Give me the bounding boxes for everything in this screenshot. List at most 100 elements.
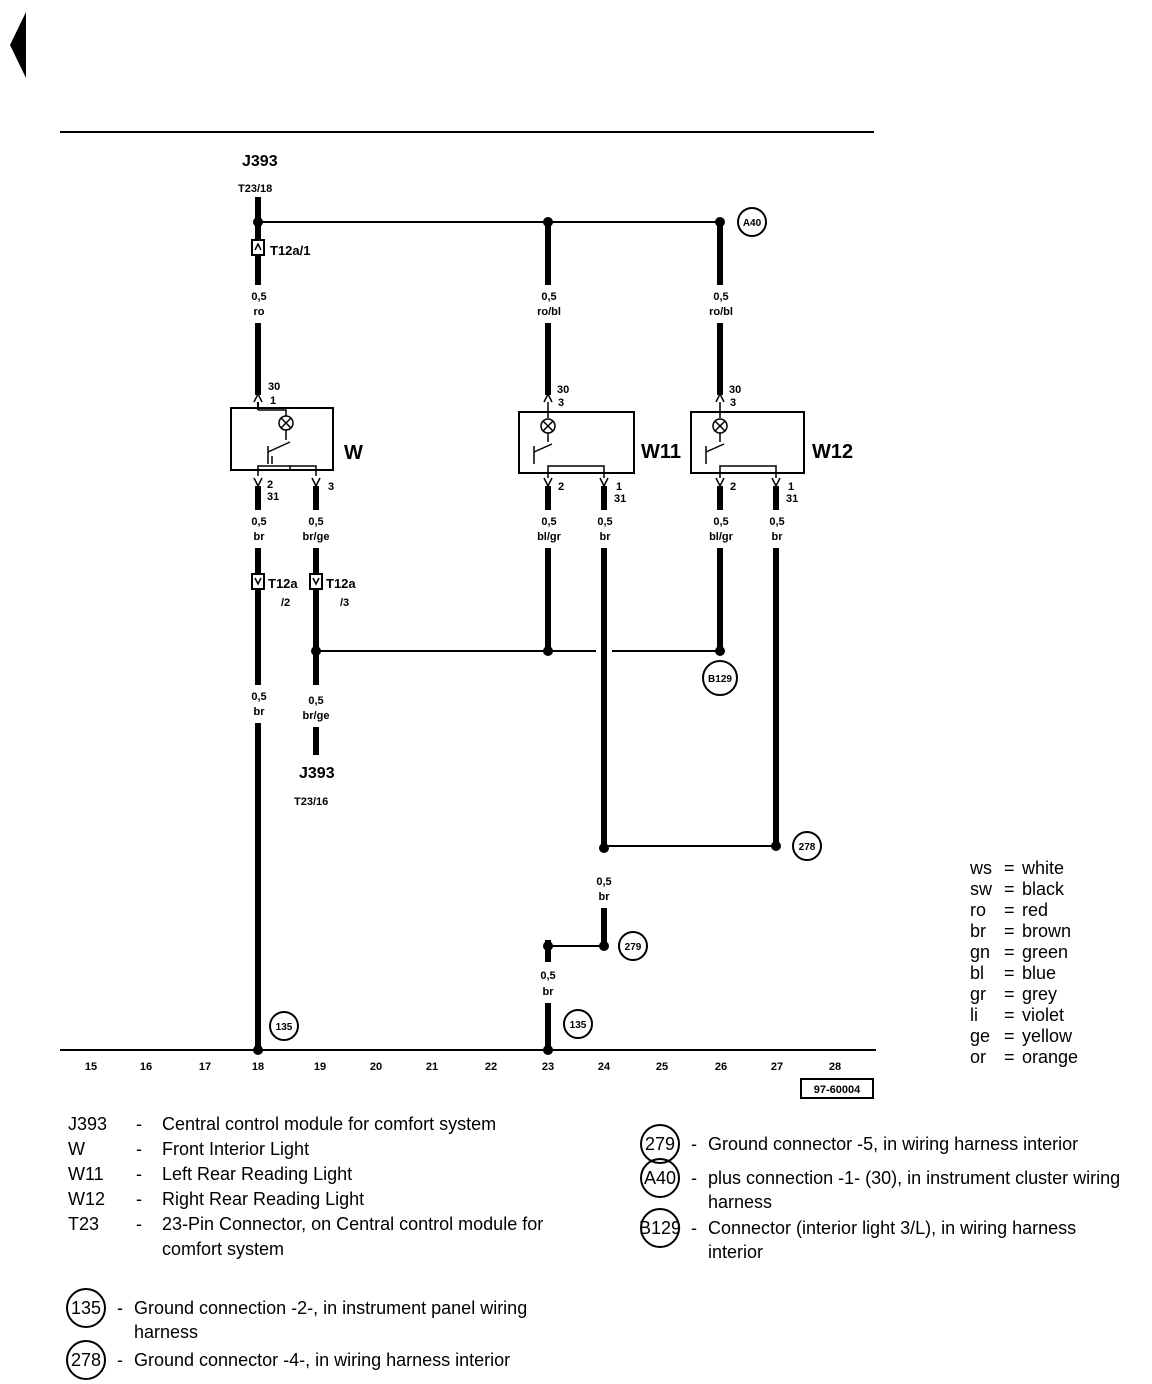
color-legend-entry: gr=grey [970, 984, 1058, 1004]
switch-icon [533, 443, 553, 453]
color-legend-entry: sw=black [970, 879, 1065, 899]
ground-key-row: A40-plus connection -1- (30), in instrum… [640, 1158, 1145, 1214]
color-legend-entry: bl=blue [970, 963, 1057, 983]
t23-18-label: T23/18 [238, 183, 272, 195]
pin-label: 2 [730, 481, 736, 493]
pin-label: 31 [614, 493, 626, 505]
wire-color-label: br [254, 706, 266, 718]
wire-size-label: 0,5 [596, 876, 611, 888]
pin-label: 1 [788, 481, 794, 493]
j393-top-label: J393 [242, 153, 278, 170]
g278-ground-label: 278 [799, 842, 816, 853]
wire-size-label: 0,5 [308, 695, 323, 707]
junction-dot [543, 646, 553, 656]
wire-color-label: br [254, 531, 266, 543]
g135-ground-symbol [563, 1009, 593, 1039]
w11-component-label: W11 [641, 441, 681, 463]
column-number: 16 [140, 1061, 152, 1073]
color-legend-entry: gn=green [970, 942, 1069, 962]
color-legend-entry: ro=red [970, 900, 1049, 920]
switch-icon [705, 443, 725, 453]
column-number: 19 [314, 1061, 326, 1073]
b129-connector-label: B129 [708, 674, 732, 685]
connector-circle-icon: A40 [640, 1158, 680, 1198]
b129-connector-symbol [702, 660, 738, 696]
pin-label: 1 [616, 481, 622, 493]
column-number: 25 [656, 1061, 668, 1073]
wire-size-label: 0,5 [540, 970, 555, 982]
t12a-2-pin-label: /2 [281, 597, 290, 609]
wire-size-label: 0,5 [251, 691, 266, 703]
page-back-arrow-icon[interactable] [10, 12, 26, 78]
component-key-row: W-Front Interior Light [68, 1139, 310, 1159]
junction-dot [715, 646, 725, 656]
wire-size-label: 0,5 [541, 516, 556, 528]
column-number: 21 [426, 1061, 438, 1073]
color-legend-entry: ge=yellow [970, 1026, 1073, 1046]
t12a-1-label: T12a/1 [270, 243, 310, 258]
t12a-2-connector-icon [251, 573, 265, 590]
ground-key-row: 135-Ground connection -2-, in instrument… [66, 1288, 586, 1344]
a40-connector-label: A40 [743, 218, 762, 229]
g278-ground-symbol [792, 831, 822, 861]
color-legend-entry: or=orange [970, 1047, 1079, 1067]
component-key-row: W11-Left Rear Reading Light [68, 1164, 353, 1184]
w-component-label: W [344, 442, 363, 464]
component-key: J393-Central control module for comfort … [68, 1112, 608, 1262]
ground-key-right: 279-Ground connector -5, in wiring harne… [639, 1124, 1145, 1266]
a40-connector-symbol [737, 207, 767, 237]
pin-label: 30 [729, 384, 741, 396]
column-number: 15 [85, 1061, 97, 1073]
t12a-2-label: T12a [268, 576, 298, 591]
color-legend-entry: ws=white [970, 858, 1065, 878]
wire-size-label: 0,5 [713, 291, 728, 303]
wire-size-label: 0,5 [251, 516, 266, 528]
column-number: 24 [598, 1061, 611, 1073]
component-key-row: J393-Central control module for comfort … [68, 1114, 497, 1134]
ground-key-row: B129-Connector (interior light 3/L), in … [639, 1208, 1145, 1264]
wire-color-label: ro [254, 306, 265, 318]
column-number: 27 [771, 1061, 783, 1073]
t12a-3-pin-label: /3 [340, 597, 349, 609]
column-number: 28 [829, 1061, 841, 1073]
column-number: 17 [199, 1061, 211, 1073]
t12a-3-label: T12a [326, 576, 356, 591]
column-number: 22 [485, 1061, 497, 1073]
component-key-row: W12-Right Rear Reading Light [68, 1189, 365, 1209]
pin-label: 1 [270, 395, 276, 407]
t23-16-label: T23/16 [294, 796, 328, 808]
wire-size-label: 0,5 [541, 291, 556, 303]
g135-ground-symbol [269, 1011, 299, 1041]
connector-circle-icon: B129 [639, 1208, 681, 1248]
g279-ground-symbol [618, 931, 648, 961]
column-number: 20 [370, 1061, 382, 1073]
wire-size-label: 0,5 [251, 291, 266, 303]
w12-component-box [690, 411, 805, 474]
drawing-number: 97-60004 [814, 1084, 861, 1096]
wire-size-label: 0,5 [769, 516, 784, 528]
wire-color-label: bl/gr [709, 531, 734, 543]
wiring-diagram: J393 T23/18 A40 T12a/1 0,5 ro 30 1 W 2 3… [10, 12, 876, 1099]
pin-label: 2 [558, 481, 564, 493]
drawing-number-box [800, 1078, 874, 1099]
column-number: 18 [252, 1061, 264, 1073]
wire-color-label: br [772, 531, 784, 543]
pin-label: 31 [267, 491, 279, 503]
component-key-row: T23-23-Pin Connector, on Central control… [68, 1214, 544, 1259]
pin-label: 30 [268, 381, 280, 393]
column-number: 26 [715, 1061, 727, 1073]
g135-ground-label: 135 [570, 1020, 587, 1031]
wire-color-label: ro/bl [709, 306, 733, 318]
wire-size-label: 0,5 [308, 516, 323, 528]
ground-key-row: 278-Ground connector -4-, in wiring harn… [66, 1340, 586, 1380]
junction-dot [771, 841, 781, 851]
wire-color-label: bl/gr [537, 531, 562, 543]
wire-color-label: br [599, 891, 611, 903]
pin-label: 3 [328, 481, 334, 493]
pin-label: 3 [730, 397, 736, 409]
pin-label: 3 [558, 397, 564, 409]
switch-icon [267, 441, 291, 453]
ground-key-left: 135-Ground connection -2-, in instrument… [66, 1288, 586, 1384]
w11-component-box [518, 411, 635, 474]
